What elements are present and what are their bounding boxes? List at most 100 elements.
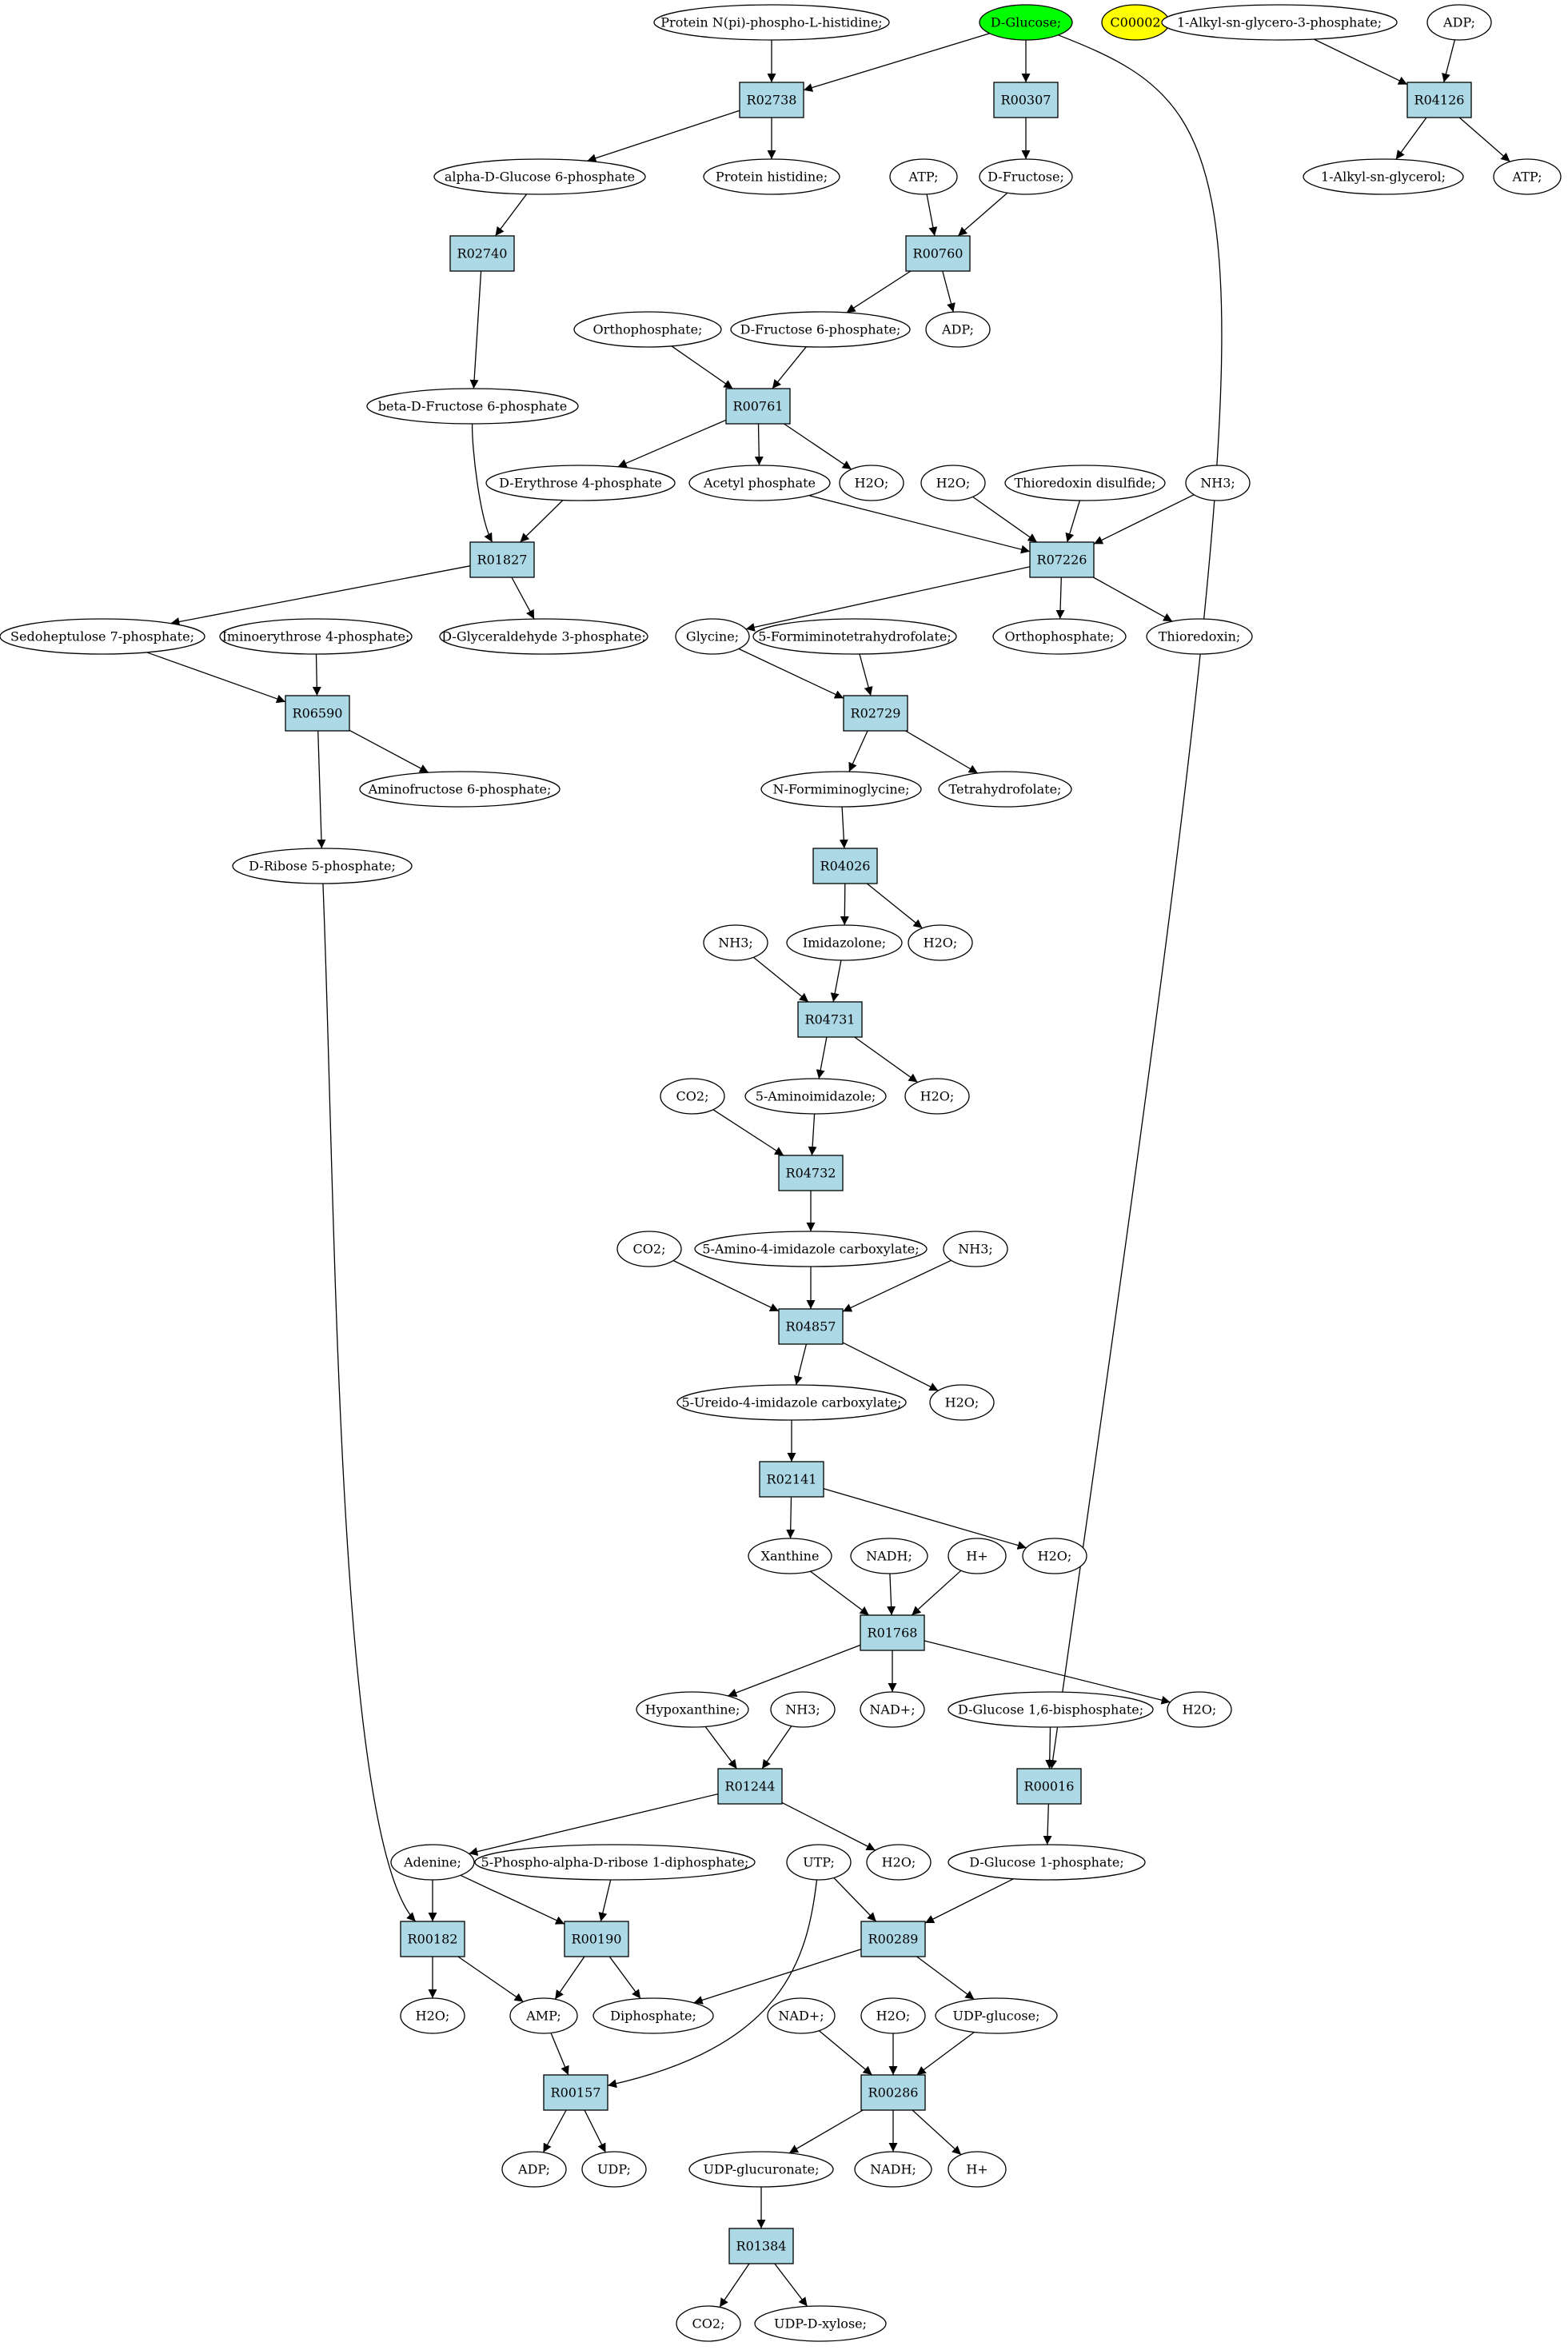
reaction-node[interactable]: R04731 <box>797 1001 863 1038</box>
reaction-node[interactable]: R00190 <box>564 1921 629 1957</box>
compound-node[interactable]: Iminoerythrose 4-phosphate; <box>219 618 413 655</box>
reaction-node[interactable]: R00016 <box>1016 1768 1082 1805</box>
compound-node[interactable]: Imidazolone; <box>786 924 903 961</box>
compound-node[interactable]: 5-Formiminotetrahydrofolate; <box>752 618 957 655</box>
compound-node[interactable]: D-Glyceraldehyde 3-phosphate; <box>439 618 648 655</box>
compound-node[interactable]: UDP; <box>581 2151 647 2188</box>
compound-node[interactable]: D-Ribose 5-phosphate; <box>232 848 413 884</box>
compound-node[interactable]: 5-Aminoimidazole; <box>744 1078 887 1115</box>
compound-node[interactable]: N-Formiminoglycine; <box>760 771 922 808</box>
reaction-node[interactable]: R02729 <box>843 695 908 732</box>
reaction-node[interactable]: R07226 <box>1029 541 1095 578</box>
compound-node[interactable]: H2O; <box>1167 1691 1232 1728</box>
compound-node[interactable]: H2O; <box>908 924 973 961</box>
reaction-node[interactable]: R00286 <box>860 2074 926 2111</box>
compound-node[interactable]: Protein histidine; <box>703 158 840 195</box>
compound-node[interactable]: H2O; <box>839 465 904 501</box>
compound-node[interactable]: beta-D-Fructose 6-phosphate <box>366 388 579 425</box>
reaction-node[interactable]: R01827 <box>469 541 535 578</box>
compound-node[interactable]: Sedoheptulose 7-phosphate; <box>0 618 205 655</box>
reaction-node[interactable]: R04857 <box>778 1308 844 1345</box>
compound-node[interactable]: Orthophosphate; <box>573 311 722 348</box>
reaction-node[interactable]: R00760 <box>905 235 971 272</box>
compound-node[interactable]: Aminofructose 6-phosphate; <box>359 771 561 808</box>
reaction-node[interactable]: R00289 <box>860 1921 926 1957</box>
reaction-node[interactable]: R00761 <box>725 388 791 425</box>
compound-node[interactable]: UDP-glucuronate; <box>688 2151 834 2188</box>
compound-node[interactable]: Hypoxanthine; <box>636 1691 749 1728</box>
compound-node[interactable]: 5-Phospho-alpha-D-ribose 1-diphosphate; <box>474 1844 756 1881</box>
compound-node[interactable]: NH3; <box>1185 465 1251 501</box>
reaction-node[interactable]: R01244 <box>717 1768 783 1805</box>
compound-node[interactable]: UDP-glucose; <box>935 1997 1058 2034</box>
reaction-node[interactable]: R06590 <box>285 695 350 732</box>
compound-node[interactable]: Protein N(pi)-phospho-L-histidine; <box>653 4 890 41</box>
compound-node[interactable]: H2O; <box>929 1384 995 1421</box>
compound-node[interactable]: CO2; <box>676 2305 741 2342</box>
reaction-node[interactable]: R04126 <box>1406 82 1472 118</box>
compound-node[interactable]: AMP; <box>509 1997 578 2034</box>
reaction-node[interactable]: R01384 <box>728 2228 794 2264</box>
compound-node[interactable]: D-Erythrose 4-phosphate <box>485 465 676 501</box>
compound-node[interactable]: H2O; <box>866 1844 932 1881</box>
edge-r23-c66 <box>788 2109 864 2154</box>
reaction-node[interactable]: R01768 <box>860 1614 925 1651</box>
compound-node[interactable]: H+ <box>948 1538 1007 1574</box>
compound-node[interactable]: NH3; <box>703 924 768 961</box>
compound-node[interactable]: Acetyl phosphate <box>688 465 831 501</box>
compound-node[interactable]: Xanthine <box>748 1538 832 1574</box>
compound-label: UDP-glucose; <box>953 2009 1040 2024</box>
compound-node[interactable]: 5-Ureido-4-imidazole carboxylate; <box>676 1384 907 1421</box>
compound-node[interactable]: Diphosphate; <box>592 1997 714 2034</box>
compound-node[interactable]: CO2; <box>616 1231 682 1267</box>
compound-ellipse <box>908 924 973 961</box>
reaction-node[interactable]: R00182 <box>400 1921 465 1957</box>
reaction-node[interactable]: R02740 <box>449 235 515 272</box>
compound-node[interactable]: D-Glucose 1,6-bisphosphate; <box>948 1691 1154 1728</box>
compound-node[interactable]: alpha-D-Glucose 6-phosphate <box>433 158 646 195</box>
compound-node[interactable]: NAD+; <box>860 1691 925 1728</box>
compound-node[interactable]: H2O; <box>1022 1538 1087 1574</box>
compound-node[interactable]: D-Glucose 1-phosphate; <box>948 1844 1146 1881</box>
compound-node[interactable]: H+ <box>948 2151 1007 2188</box>
compound-node[interactable]: UTP; <box>786 1844 852 1881</box>
compound-node[interactable]: 5-Amino-4-imidazole carboxylate; <box>694 1231 928 1267</box>
compound-node[interactable]: ADP; <box>1426 4 1492 41</box>
compound-node[interactable]: C00002 <box>1101 4 1170 41</box>
compound-node[interactable]: Glycine; <box>675 618 750 655</box>
compound-node[interactable]: H2O; <box>920 465 986 501</box>
compound-node[interactable]: UDP-D-xylose; <box>754 2305 887 2342</box>
compound-node[interactable]: Thioredoxin; <box>1146 618 1253 655</box>
compound-node[interactable]: ADP; <box>501 2151 567 2188</box>
compound-node[interactable]: NH3; <box>943 1231 1008 1267</box>
compound-node[interactable]: ATP; <box>1493 158 1562 195</box>
compound-node[interactable]: ATP; <box>889 158 958 195</box>
compound-node[interactable]: NH3; <box>770 1691 836 1728</box>
compound-node[interactable]: NAD+; <box>767 1997 836 2034</box>
reaction-node[interactable]: R04732 <box>778 1155 844 1191</box>
compound-node[interactable]: Adenine; <box>390 1844 475 1881</box>
compound-node[interactable]: CO2; <box>660 1078 725 1115</box>
reaction-label: R02729 <box>851 706 901 721</box>
compound-node[interactable]: NADH; <box>854 2151 932 2188</box>
compound-node[interactable]: H2O; <box>400 1997 465 2034</box>
reaction-node[interactable]: R00307 <box>993 82 1059 118</box>
compound-node[interactable]: ADP; <box>925 311 991 348</box>
compound-node[interactable]: D-Fructose; <box>979 158 1073 195</box>
compound-node[interactable]: Tetrahydrofolate; <box>938 771 1072 808</box>
reaction-node[interactable]: R04026 <box>812 848 878 884</box>
reaction-node[interactable]: R00157 <box>543 2074 608 2111</box>
compound-node[interactable]: 1-Alkyl-sn-glycerol; <box>1303 158 1464 195</box>
compound-label: NH3; <box>718 936 753 951</box>
compound-node[interactable]: Thioredoxin disulfide; <box>1004 465 1166 501</box>
compound-node[interactable]: D-Fructose 6-phosphate; <box>730 311 911 348</box>
edge-r18-c57 <box>1043 1803 1052 1845</box>
compound-node[interactable]: H2O; <box>860 1997 926 2034</box>
reaction-node[interactable]: R02738 <box>739 82 804 118</box>
reaction-node[interactable]: R02141 <box>759 1461 824 1498</box>
compound-node[interactable]: H2O; <box>904 1078 970 1115</box>
compound-node[interactable]: Orthophosphate; <box>992 618 1127 655</box>
compound-node[interactable]: NADH; <box>850 1538 928 1574</box>
compound-node[interactable]: 1-Alkyl-sn-glycero-3-phosphate; <box>1161 4 1398 41</box>
compound-node[interactable]: D-Glucose; <box>979 4 1073 41</box>
